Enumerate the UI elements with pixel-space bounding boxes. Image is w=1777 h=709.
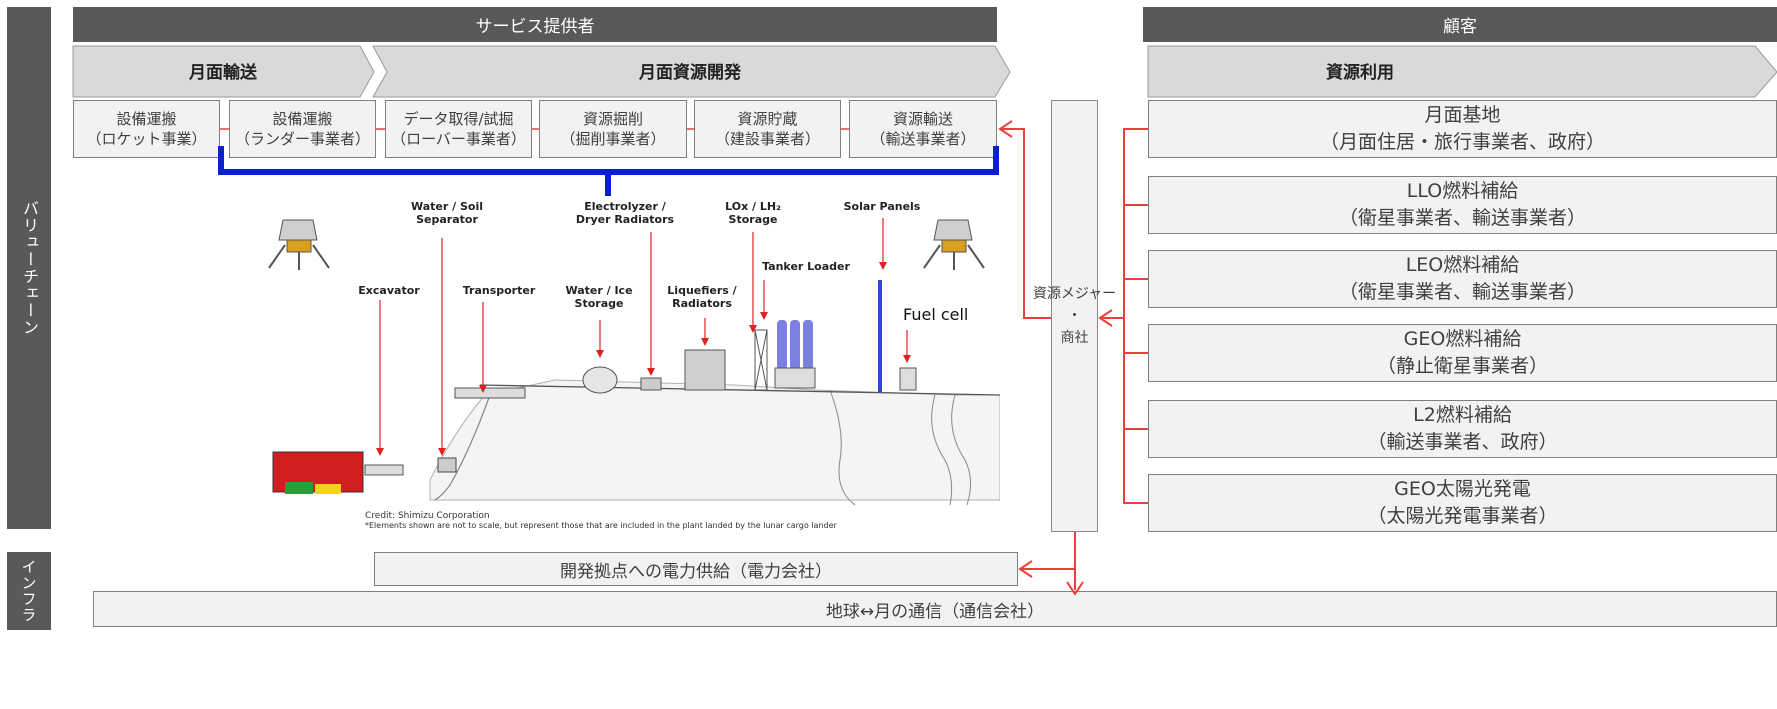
customer-bracket-connector	[1100, 128, 1148, 504]
stage-transport: 資源輸送（輸送事業者）	[849, 100, 997, 158]
lunar-plant-illustration: Excavator Water / Soil Separator Transpo…	[268, 200, 1000, 530]
label-transporter: Transporter	[463, 284, 536, 297]
power-supply-box: 開発拠点への電力供給（電力会社）	[374, 552, 1018, 586]
customer-geo-solar: GEO太陽光発電（太陽光発電事業者）	[1148, 474, 1777, 532]
label-electrolyzer-1: Electrolyzer /	[584, 200, 667, 213]
chevron-lunar-transport	[72, 45, 375, 98]
stage-rocket: 設備運搬（ロケット事業）	[73, 100, 220, 158]
chevron-row: 月面輸送 月面資源開発 資源利用	[72, 45, 1777, 98]
label-liquefiers-2: Radiators	[672, 297, 732, 310]
tanker-loader-icon	[774, 320, 816, 389]
water-soil-separator-icon	[437, 457, 457, 473]
stage-rover: データ取得/試掘（ローバー事業者）	[385, 100, 532, 158]
chevron-resource-use	[1147, 45, 1777, 98]
customer-lunar-base: 月面基地（月面住居・旅行事業者、政府）	[1148, 100, 1777, 158]
excavator-vehicle-icon	[272, 451, 404, 494]
service-provider-header: サービス提供者	[73, 7, 997, 42]
label-fuel-cell: Fuel cell	[903, 305, 968, 324]
chevron-resource-dev	[372, 45, 1011, 98]
chevron-label-transport: 月面輸送	[188, 62, 258, 83]
label-lox-2: Storage	[729, 213, 778, 226]
label-water-soil-2: Separator	[416, 213, 478, 226]
customer-l2-refuel: L2燃料補給（輸送事業者、政府）	[1148, 400, 1777, 458]
major-to-infra-connector	[1020, 532, 1076, 590]
water-ice-storage-icon	[582, 366, 618, 394]
label-water-ice-2: Storage	[575, 297, 624, 310]
customer-geo-refuel: GEO燃料補給（静止衛星事業者）	[1148, 324, 1777, 382]
label-tanker-loader: Tanker Loader	[762, 260, 850, 273]
earth-moon-comm-box: 地球↔月の通信（通信会社）	[93, 591, 1777, 627]
label-excavator: Excavator	[358, 284, 420, 297]
value-chain-label: バリューチェーン	[7, 7, 51, 529]
liquefier-radiator-icon	[684, 349, 726, 391]
stage-lander: 設備運搬（ランダー事業者）	[229, 100, 376, 158]
customer-header: 顧客	[1143, 7, 1777, 42]
stage-excavation: 資源掘削（掘削事業者）	[539, 100, 687, 158]
lunar-lander-left-icon	[268, 219, 330, 270]
fuel-cell-icon	[899, 367, 917, 391]
electrolyzer-icon	[640, 377, 662, 391]
transport-conveyor-icon	[454, 387, 526, 399]
customer-leo-refuel: LEO燃料補給（衛星事業者、輸送事業者）	[1148, 250, 1777, 308]
label-water-soil-1: Water / Soil	[411, 200, 483, 213]
label-electrolyzer-2: Dryer Radiators	[576, 213, 675, 226]
label-solar-panels: Solar Panels	[844, 200, 921, 213]
illustration-note: *Elements shown are not to scale, but re…	[365, 521, 838, 530]
solar-panel-icon	[878, 280, 882, 392]
chevron-label-resource-dev: 月面資源開発	[638, 62, 742, 83]
label-liquefiers-1: Liquefiers /	[667, 284, 737, 297]
chevron-label-resource-use: 資源利用	[1326, 62, 1394, 83]
lunar-lander-right-icon	[923, 219, 985, 270]
customer-llo-refuel: LLO燃料補給（衛星事業者、輸送事業者）	[1148, 176, 1777, 234]
infra-label: インフラ	[7, 552, 51, 630]
resource-major-box: 資源メジャー ・ 商社	[1033, 100, 1116, 532]
stage-storage: 資源貯蔵（建設事業者）	[694, 100, 841, 158]
illustration-credit: Credit: Shimizu Corporation	[365, 511, 490, 521]
label-lox-1: LOx / LH₂	[725, 200, 781, 213]
lox-lh2-storage-tower-icon	[754, 329, 768, 391]
label-water-ice-1: Water / Ice	[565, 284, 632, 297]
